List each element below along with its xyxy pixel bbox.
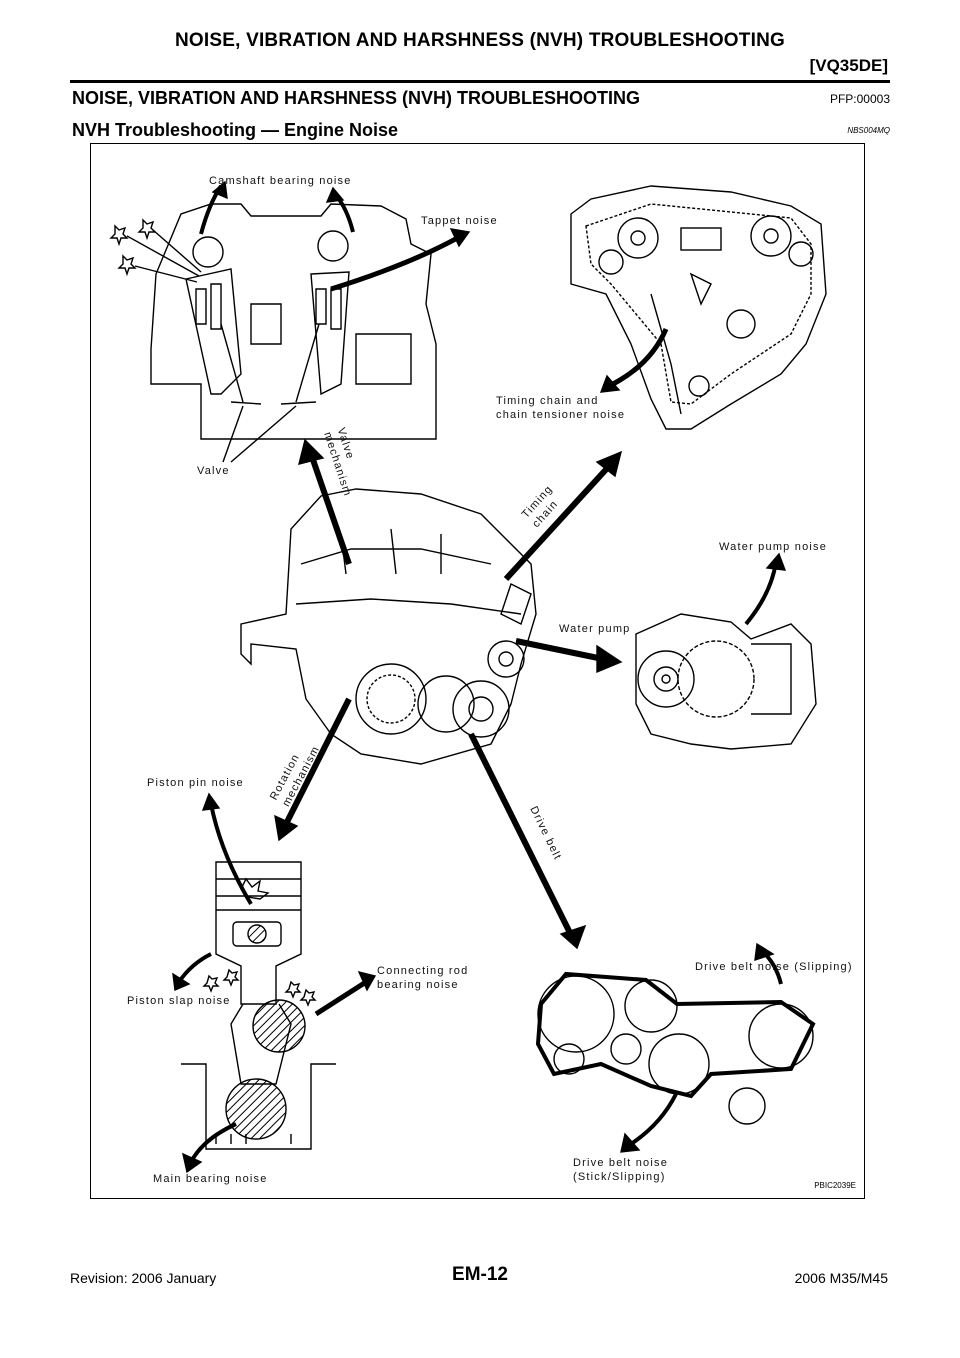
piston-pin-arrow [209,803,253,906]
page-header-title: NOISE, VIBRATION AND HARSHNESS (NVH) TRO… [175,30,785,51]
footer-model: 2006 M35/M45 [794,1270,888,1286]
timing-noise-arrow [611,327,669,387]
label-camshaft-bearing-noise: Camshaft bearing noise [209,175,352,187]
label-valve: Valve [197,465,230,477]
engine-noise-figure: Camshaft bearing noise Tappet noise Valv… [90,143,865,1199]
label-drive-belt-noise-slipping: Drive belt noise (Slipping) [695,961,853,973]
drive-belt-arrow [468,732,576,941]
engine-assembly-illustration [240,488,537,765]
engine-noise-illustration [109,180,827,1174]
tappet-arrow [330,233,463,292]
drive-belt-illustration [535,971,816,1125]
label-drive-belt-noise-stick: Drive belt noise (Stick/Slipping) [573,1157,669,1183]
subsection-title: NVH Troubleshooting — Engine Noise [72,120,399,140]
label-water-pump-noise: Water pump noise [719,541,828,553]
section-title: NOISE, VIBRATION AND HARSHNESS (NVH) TRO… [72,88,641,108]
timing-chain-arrow [503,461,614,582]
rotation-mechanism-arrow [283,697,352,826]
timing-chain-illustration [570,185,827,430]
piston-slap-arrow [177,952,212,984]
main-bearing-arrow [189,1122,237,1163]
footer-revision: Revision: 2006 January [70,1270,217,1286]
drive-belt-stick-arrow [629,1093,678,1146]
water-pump-noise-arrow [744,561,778,626]
cylinder-head-illustration [150,203,437,440]
label-timing-chain-noise: Timing chain and chain tensioner noise [496,395,626,421]
label-connecting-rod-bearing-noise: Connecting rod bearing noise [377,965,469,991]
figure-code: PBIC2039E [814,1181,856,1190]
label-piston-slap-noise: Piston slap noise [127,995,231,1007]
noise-star-group [109,218,202,283]
water-pump-illustration [635,613,817,750]
noise-star-group-piston [202,968,317,1007]
subsection-code: NBS004MQ [847,126,890,135]
footer-page-number: EM-12 [452,1264,508,1285]
piston-assembly-illustration [181,861,336,1150]
connecting-rod-arrow [314,979,368,1017]
engine-code: [VQ35DE] [809,56,888,75]
label-piston-pin-noise: Piston pin noise [147,777,244,789]
valve-mechanism-arrow [308,453,352,565]
label-tappet-noise: Tappet noise [421,215,498,227]
water-pump-arrow [515,638,604,662]
label-water-pump: Water pump [559,623,631,635]
header-rule [70,80,890,83]
section-code: PFP:00003 [829,92,890,106]
label-main-bearing-noise: Main bearing noise [153,1173,268,1185]
